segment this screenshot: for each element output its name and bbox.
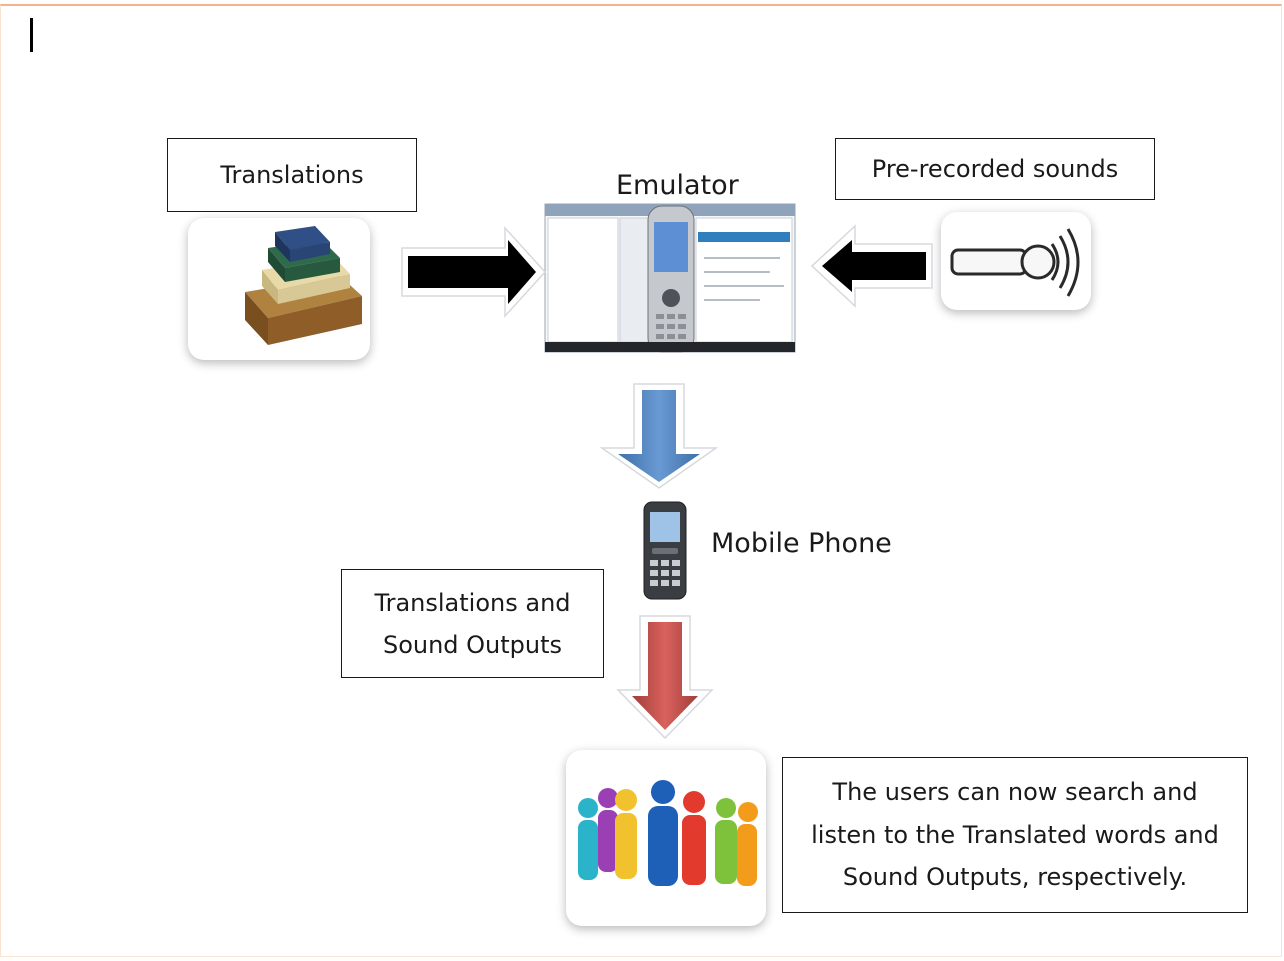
emulator-label: Emulator	[616, 170, 739, 201]
text-cursor	[30, 18, 33, 52]
arrow-sounds-to-emulator	[810, 224, 933, 308]
arrow-translations-to-emulator	[401, 226, 547, 318]
users-crowd-icon	[578, 780, 758, 886]
mobile-phone-label: Mobile Phone	[711, 528, 892, 559]
outputs-label-line2: Sound Outputs	[382, 630, 563, 659]
books-icon	[245, 226, 362, 345]
speaker-icon	[950, 228, 1080, 297]
users-label-line3: Sound Outputs, respectively.	[842, 863, 1188, 892]
outputs-label-box: Translations and Sound Outputs	[341, 569, 604, 678]
emulator-screenshot	[544, 203, 796, 353]
arrow-mobile-to-users	[616, 615, 714, 740]
mobile-phone-icon	[643, 501, 687, 600]
translations-label: Translations	[220, 161, 364, 189]
translations-label-box: Translations	[167, 138, 417, 212]
page-frame	[0, 4, 1282, 957]
users-description-box: The users can now search and listen to t…	[782, 757, 1248, 913]
users-label-line2: listen to the Translated words and	[811, 820, 1219, 849]
outputs-label-line1: Translations and	[374, 588, 571, 617]
sounds-label: Pre-recorded sounds	[871, 155, 1119, 183]
sounds-label-box: Pre-recorded sounds	[835, 138, 1155, 200]
arrow-emulator-to-mobile	[599, 383, 719, 489]
users-label-line1: The users can now search and	[832, 777, 1198, 806]
